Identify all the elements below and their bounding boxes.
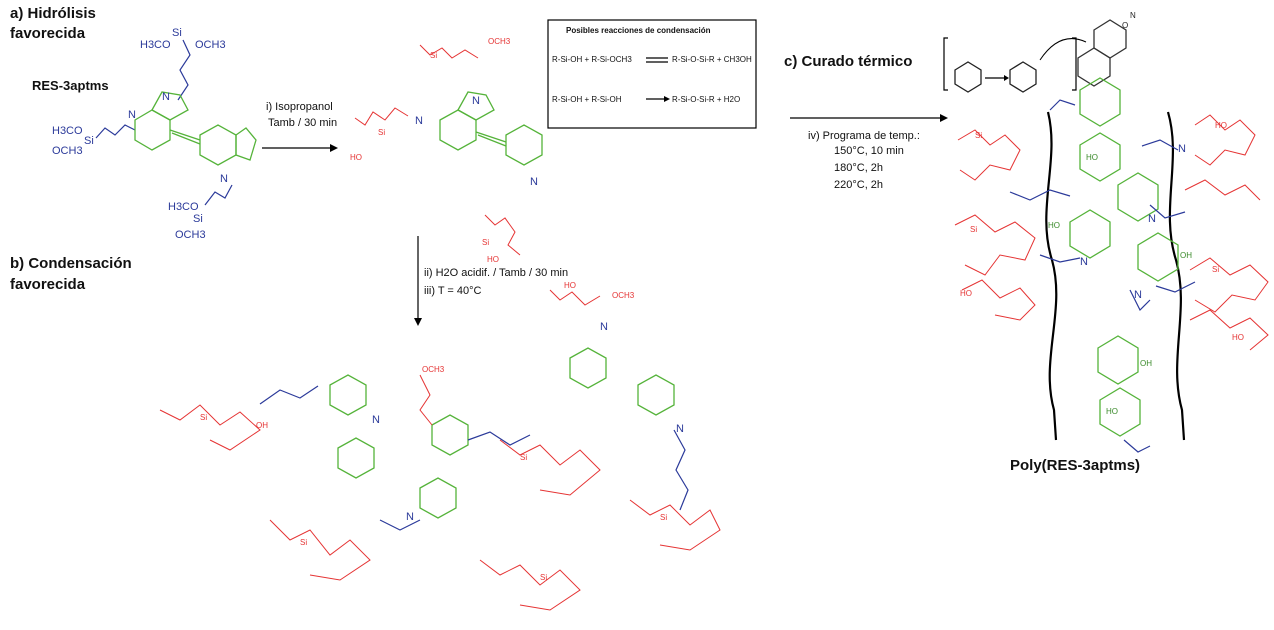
atom-label: N [1178,143,1186,155]
atom-label: N [372,414,380,426]
atom-label: N [415,115,423,127]
atom-label: HO [960,289,972,298]
atom-label: OH [1180,251,1192,260]
atom-label: HO [1048,221,1060,230]
condensation-reaction-2-right: R-Si-O-Si-R + H2O [672,95,740,104]
atom-label: Si [660,513,667,522]
monomer-group: Si [84,135,94,147]
atom-label: HO [1215,121,1227,130]
atom-label: N [600,321,608,333]
step3-line3: 180°C, 2h [834,162,883,174]
step1-reagent: i) Isopropanol [266,101,333,113]
atom-label: OH [256,421,268,430]
condensation-reaction-1-right: R-Si-O-Si-R + CH3OH [672,55,752,64]
step3-line4: 220°C, 2h [834,179,883,191]
atom-label: Si [975,131,982,140]
ring-opening-inset: O N [943,11,1136,93]
polymer-label: Poly(RES-3aptms) [1010,457,1140,474]
atom-label: N [1130,11,1136,20]
atom-label: Si [482,238,489,247]
section-a-title-line2: favorecida [10,25,86,42]
step2-line1: ii) H2O acidif. / Tamb / 30 min [424,267,568,279]
atom-label: N [676,423,684,435]
condensation-box-title: Posibles reacciones de condensación [566,26,711,35]
atom-label: HO [1106,407,1118,416]
section-c-title: c) Curado térmico [784,53,912,70]
section-a-title-line1: a) Hidrólisis [10,5,96,22]
atom-label: OH [1140,359,1152,368]
monomer-group: Si [193,213,203,225]
atom-label: N [220,173,228,185]
atom-label: Si [200,413,207,422]
monomer-group: OCH3 [175,229,206,241]
atom-label: HO [564,281,576,290]
atom-label: N [1080,256,1088,268]
atom-label: HO [487,255,499,264]
atom-label: Si [970,225,977,234]
atom-label: Si [1212,265,1219,274]
atom-label: N [128,109,136,121]
step3-line2: 150°C, 10 min [834,145,904,157]
atom-label: Si [300,538,307,547]
monomer-group: H3CO [168,201,199,213]
atom-label: O [1122,21,1128,30]
condensed-network: Si OH Si Si Si Si HO OCH3 OCH3 N N N N [159,281,721,611]
atom-label: Si [520,453,527,462]
atom-label: N [1134,289,1142,301]
monomer-name: RES-3aptms [32,78,109,93]
monomer-group: OCH3 [52,145,83,157]
atom-label: N [472,95,480,107]
cured-polymer-network: Si HO Si HO Si HO HO HO OH OH HO N N N N [954,77,1269,453]
condensation-reaction-2-left: R-Si-OH + R-Si-OH [552,95,622,104]
monomer-structure: RES-3aptms H3CO Si OCH3 H3CO Si OCH3 H3C… [32,27,257,241]
atom-label: N [530,176,538,188]
atom-label: N [1148,213,1156,225]
step1-conditions: Tamb / 30 min [268,117,337,129]
atom-label: Si [430,51,437,60]
atom-label: HO [1086,153,1098,162]
atom-label: Si [378,128,385,137]
atom-label: Si [540,573,547,582]
section-b-title-line2: favorecida [10,276,86,293]
atom-label: HO [1232,333,1244,342]
monomer-group: H3CO [140,39,171,51]
hydrolyzed-intermediate: Si OCH3 Si HO Si HO N N N [350,37,543,264]
step2-line2: iii) T = 40°C [424,285,482,297]
monomer-group: Si [172,27,182,39]
atom-label: OCH3 [488,37,511,46]
condensation-reaction-1-left: R-Si-OH + R-Si-OCH3 [552,55,632,64]
atom-label: N [406,511,414,523]
step3-line1: iv) Programa de temp.: [808,130,920,142]
atom-label: OCH3 [612,291,635,300]
monomer-group: H3CO [52,125,83,137]
atom-label: OCH3 [422,365,445,374]
monomer-group: OCH3 [195,39,226,51]
section-b-title-line1: b) Condensación [10,255,132,272]
atom-label: HO [350,153,362,162]
condensation-reactions-box [547,19,757,129]
atom-label: N [162,91,170,103]
